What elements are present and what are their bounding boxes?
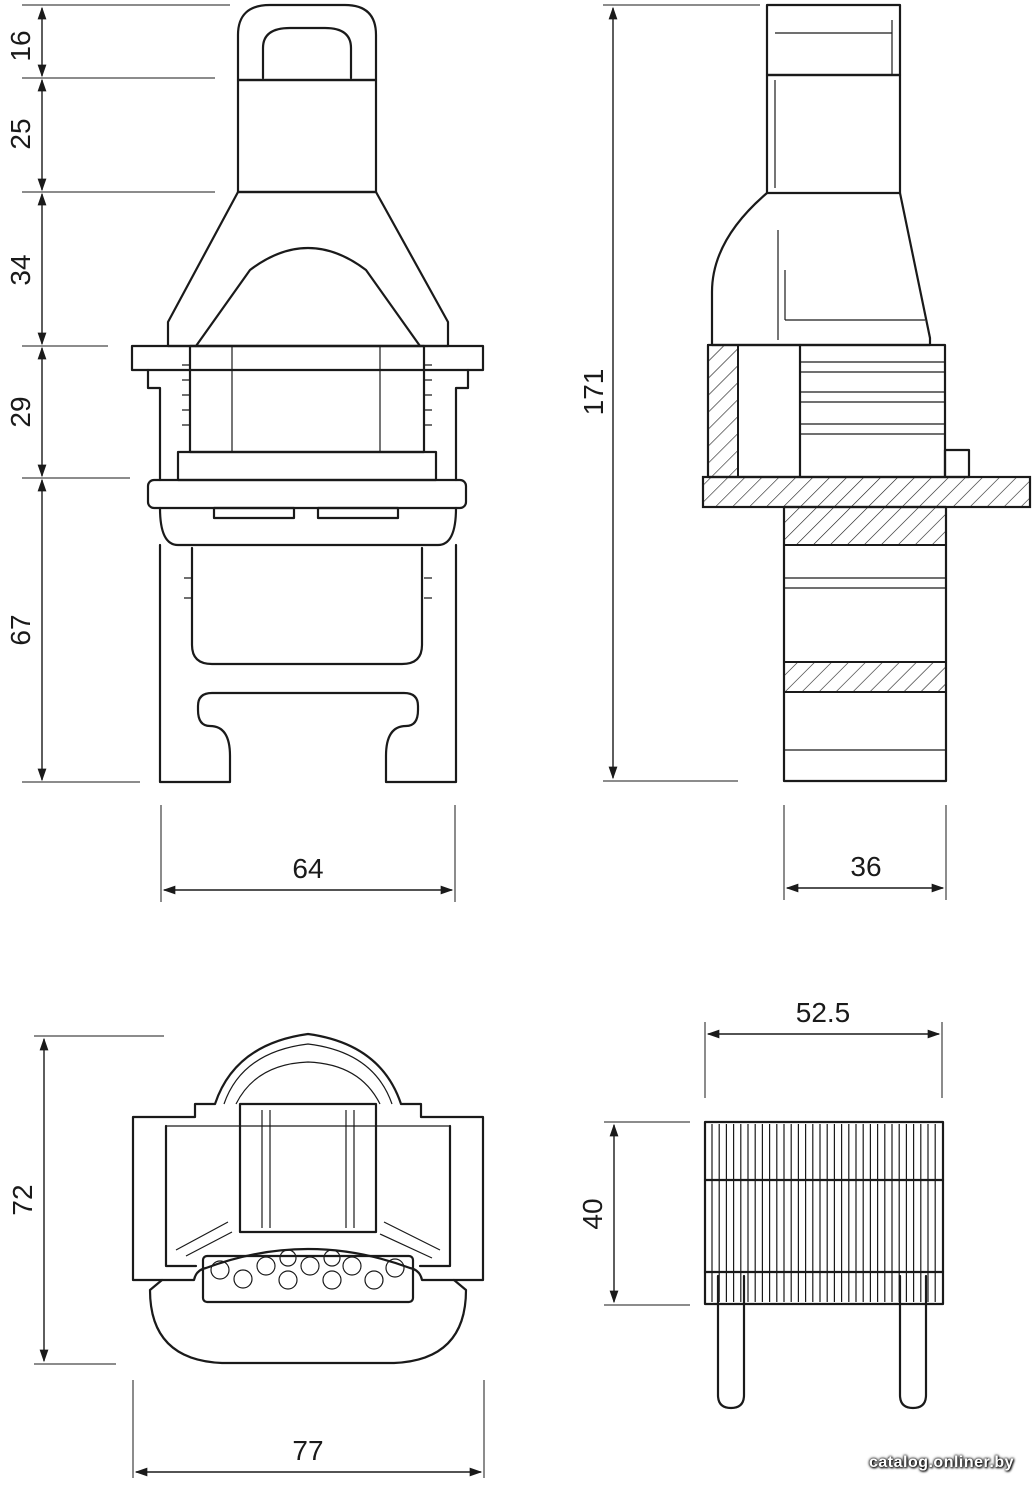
dim-depth-36: 36 (850, 851, 881, 882)
front-view (130, 3, 485, 784)
dim-top-depth-72: 72 (7, 1184, 38, 1215)
top-view-width-dim: 77 (132, 1380, 485, 1478)
grate-height-dim: 40 (577, 1121, 690, 1306)
dim-width-64: 64 (292, 853, 323, 884)
side-view-height-dim: 171 (578, 4, 760, 782)
watermark: catalog.onliner.by (868, 1454, 1014, 1471)
dim-h5: 67 (5, 614, 36, 645)
dim-grate-width-52-5: 52.5 (796, 997, 851, 1028)
top-view-depth-dim: 72 (7, 1035, 164, 1365)
dim-h2: 25 (5, 118, 36, 149)
dim-h1: 16 (5, 30, 36, 61)
grate-width-dim: 52.5 (704, 997, 943, 1098)
dim-top-width-77: 77 (292, 1435, 323, 1466)
front-view-height-dims: 16 25 34 29 67 (5, 4, 230, 783)
front-view-width-dim: 64 (160, 805, 456, 902)
dim-total-height-171: 171 (578, 369, 609, 416)
side-view (701, 3, 1032, 783)
dim-h4: 29 (5, 396, 36, 427)
grate-view (703, 1120, 945, 1410)
dim-h3: 34 (5, 254, 36, 285)
dim-grate-height-40: 40 (577, 1198, 608, 1229)
side-view-depth-dim: 36 (783, 805, 947, 900)
top-view (131, 1032, 485, 1365)
